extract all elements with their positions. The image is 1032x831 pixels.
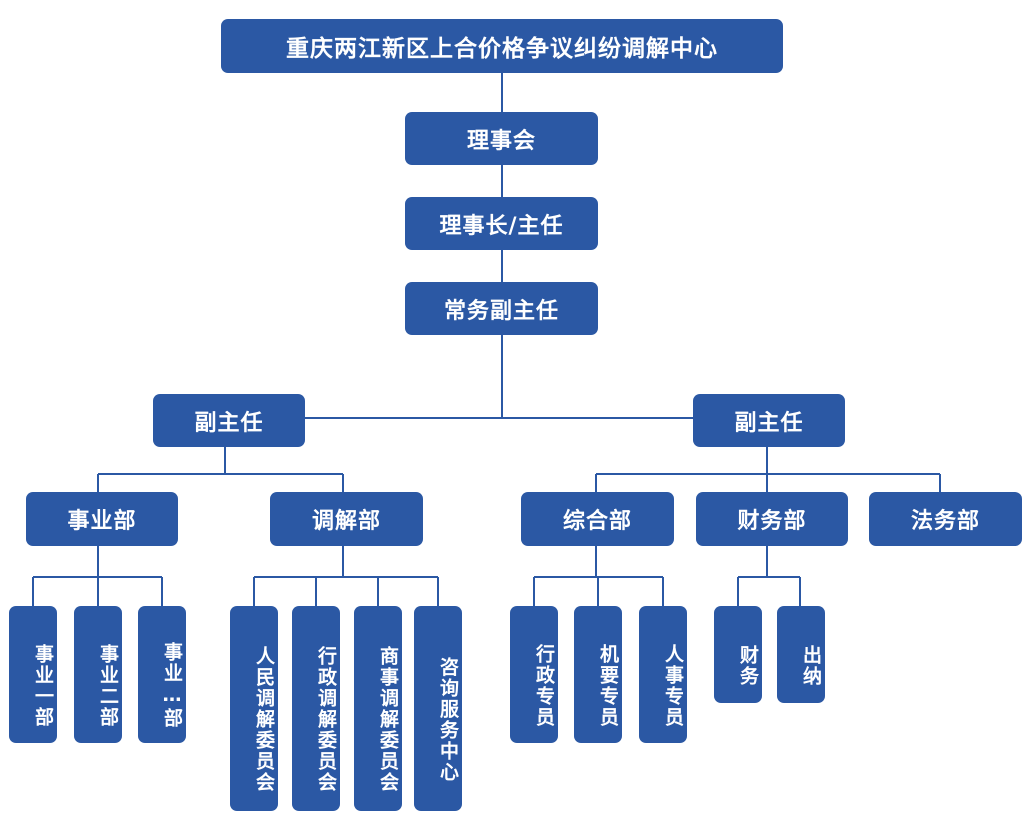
dept-legal: 法务部 xyxy=(869,492,1022,546)
board-node: 理事会 xyxy=(405,112,598,165)
dept-business: 事业部 xyxy=(26,492,178,546)
unit-confidential-specialist: 机要专员 xyxy=(574,606,622,743)
dept-finance: 财务部 xyxy=(696,492,848,546)
unit-cashier: 出纳 xyxy=(777,606,825,703)
unit-business-2: 事业二部 xyxy=(74,606,122,743)
unit-finance: 财务 xyxy=(714,606,762,703)
org-root: 重庆两江新区上合价格争议纠纷调解中心 xyxy=(221,19,783,73)
unit-people-mediation: 人民调解委员会 xyxy=(230,606,278,811)
dept-mediation: 调解部 xyxy=(270,492,423,546)
unit-consulting-center: 咨询服务中心 xyxy=(414,606,462,811)
unit-business-1: 事业一部 xyxy=(9,606,57,743)
chairman-node: 理事长/主任 xyxy=(405,197,598,250)
executive-deputy-node: 常务副主任 xyxy=(405,282,598,335)
unit-business-n: 事业…部 xyxy=(138,606,186,743)
unit-admin-mediation: 行政调解委员会 xyxy=(292,606,340,811)
unit-hr-specialist: 人事专员 xyxy=(639,606,687,743)
unit-commercial-mediation: 商事调解委员会 xyxy=(354,606,402,811)
deputy-right-node: 副主任 xyxy=(693,394,845,447)
deputy-left-node: 副主任 xyxy=(153,394,305,447)
dept-general: 综合部 xyxy=(521,492,674,546)
unit-admin-specialist: 行政专员 xyxy=(510,606,558,743)
